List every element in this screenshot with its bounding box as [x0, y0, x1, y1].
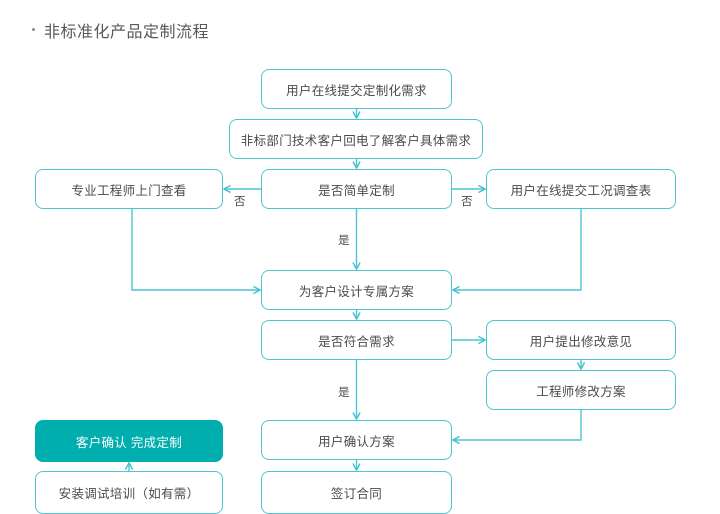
- node-sign-contract[interactable]: 签订合同: [261, 471, 452, 514]
- node-is-simple-custom[interactable]: 是否简单定制: [261, 169, 452, 209]
- node-customer-confirm-done[interactable]: 客户确认 完成定制: [35, 420, 223, 462]
- page-title: 非标准化产品定制流程: [32, 18, 209, 42]
- node-engineer-onsite[interactable]: 专业工程师上门查看: [35, 169, 223, 209]
- edge-label-yes-mid: 是: [338, 235, 350, 247]
- edge-label-no-right: 否: [461, 196, 473, 208]
- node-user-confirm-solution[interactable]: 用户确认方案: [261, 420, 452, 460]
- edge-label-yes-low: 是: [338, 387, 350, 399]
- node-meets-requirements[interactable]: 是否符合需求: [261, 320, 452, 360]
- node-design-solution[interactable]: 为客户设计专属方案: [261, 270, 452, 310]
- node-user-revision-request[interactable]: 用户提出修改意见: [486, 320, 676, 360]
- node-dept-callback[interactable]: 非标部门技术客户回电了解客户具体需求: [229, 119, 483, 159]
- edge-n5-n6: [452, 209, 582, 294]
- node-install-training[interactable]: 安装调试培训（如有需）: [35, 471, 223, 514]
- node-user-submit-request[interactable]: 用户在线提交定制化需求: [261, 69, 452, 109]
- node-submit-condition-form[interactable]: 用户在线提交工况调查表: [486, 169, 676, 209]
- edge-n3-n6: [131, 209, 261, 294]
- page-title-text: 非标准化产品定制流程: [44, 24, 210, 41]
- node-engineer-revise[interactable]: 工程师修改方案: [486, 370, 676, 410]
- edge-label-no-left: 否: [234, 196, 246, 208]
- edge-n9-n11: [452, 410, 582, 444]
- bullet-dot-icon: [32, 27, 35, 31]
